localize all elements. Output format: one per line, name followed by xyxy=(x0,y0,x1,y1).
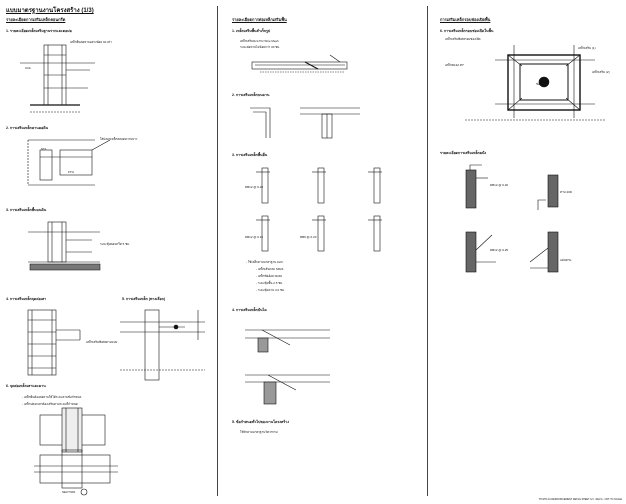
detail-cantilever-sections xyxy=(256,167,382,252)
col2-note-5: RB9 @ 0.20 xyxy=(300,235,317,239)
col3-note-2: เหล็กเสริม (1) xyxy=(578,46,596,50)
col2-step-2: 2. การเสริมเหล็กบนคาน xyxy=(232,93,270,97)
label-ftg: FTG xyxy=(68,170,74,174)
col2-note-3: DB12 @ 0.20 xyxy=(245,185,264,189)
detail-slab-opening xyxy=(465,45,605,121)
col2-note-6: - ใช้เหล็กตามมาตรฐาน มอก. xyxy=(246,260,284,264)
sheet-footer: TH-STD-01 REINFORCEMENT DETAIL SHEET 1/3… xyxy=(538,498,622,501)
col2-step-3: 3. การเสริมเหล็กพื้นยื่น xyxy=(232,153,268,157)
column-divider-1 xyxy=(217,6,218,496)
detail-footing-column xyxy=(20,44,95,113)
column-divider-2 xyxy=(427,6,428,496)
detail-stair xyxy=(245,329,330,405)
col1-header: รายละเอียดการเสริมเหล็กคอนกรีต xyxy=(6,17,66,22)
col1-step-3: 3. การเสริมเหล็กพื้นบนดิน xyxy=(6,208,47,212)
col1-step-1: 1. รายละเอียดเหล็กเสริมฐานรากและตอม่อ xyxy=(6,29,72,33)
col1-note-1: เหล็กยืนต่อทาบอย่างน้อย 40 เท่า xyxy=(70,40,112,44)
col3-step-1: 6. การเสริมเหล็กรอบช่องเปิดในพื้น xyxy=(440,29,494,33)
detail-grade-beam xyxy=(27,139,111,186)
col1-step-4: 4. การเสริมเหล็กจุดต่อเสา xyxy=(6,297,47,301)
col3-header: การเสริมเหล็กรอบช่องเปิดพื้น xyxy=(440,17,491,22)
label-st1: ST1 xyxy=(41,147,47,151)
col3-step-2: รายละเอียดการเสริมเหล็กผนัง xyxy=(440,151,487,155)
col3-note-1: เหล็กเสริมพิเศษรอบช่องเปิด xyxy=(445,37,481,41)
col1-step-5: 5. การเสริมเหล็ก (ทางเลือก) xyxy=(122,297,166,301)
col2-note-4: DB12 @ 0.15 xyxy=(245,235,264,239)
detail-alternative xyxy=(120,309,205,381)
detail-slab-on-grade xyxy=(28,221,101,271)
detail-column-splice xyxy=(27,309,81,376)
col1-step-2: 2. การเสริมเหล็กคานคอดิน xyxy=(6,126,49,130)
col2-header: รายละเอียดการต่อเหล็กเสริมพื้น xyxy=(232,17,287,22)
col3-note-4: เหล็กทแยง 45° xyxy=(445,63,465,67)
label-col: COL xyxy=(25,66,32,70)
col1-note-2: ใส่ปลอกเหล็กตลอดความยาว xyxy=(100,137,138,141)
col3-note-9: แผ่นทาบ xyxy=(560,258,572,262)
col2-note-7: - เหล็กเส้นกลม SR24 xyxy=(256,267,284,271)
col3-note-7: DB12 @ 0.25 xyxy=(490,248,509,252)
col2-note-2: ระยะต่อทาบไม่น้อยกว่า 30 ซม. xyxy=(240,45,281,49)
col2-note-1: เหล็กเสริมตะแกรง Wire Mesh xyxy=(240,39,279,43)
col1-note-4: เหล็กเสริมพิเศษตามแบบ xyxy=(86,340,118,344)
col2-note-9: - ระยะหุ้มพื้น 2.5 ซม. xyxy=(256,281,284,285)
col2-step-5: 5. ข้อกำหนดทั่วไปของงานโครงสร้าง xyxy=(232,420,289,424)
sheet-title: แบบมาตรฐานงานโครงสร้าง (1/3) xyxy=(6,8,94,14)
col3-note-6: DB12 @ 0.20 xyxy=(490,183,509,187)
col2-note-10: - ระยะหุ้มคาน 3.0 ซม. xyxy=(256,288,285,292)
col1-note-6: - เหล็กปลอกเสาต้องเสริมตามระยะที่กำหนด xyxy=(22,402,78,406)
detail-bar-over-beam xyxy=(250,107,360,139)
col3-note-8: ทาบ 40D xyxy=(560,190,572,194)
col1-step-6: 6. จุดต่อเหล็กเสาและคาน xyxy=(6,384,46,388)
col2-note-8: - เหล็กข้ออ้อย SD40 xyxy=(256,274,283,278)
label-section: SECTION xyxy=(62,490,76,494)
detail-wall-reinforcement xyxy=(465,164,559,273)
col1-note-3: ระยะหุ้มคอนกรีต 5 ซม. xyxy=(100,242,130,246)
col3-note-3: เหล็กเสริม (2) xyxy=(592,70,610,74)
detail-column-beam-joint xyxy=(34,407,118,496)
detail-precast-slab xyxy=(251,54,348,73)
col1-note-5: - เหล็กยืนต้องต่อทาบให้ได้ระยะตามข้อกำหน… xyxy=(22,395,82,399)
col2-step-4: 4. การเสริมเหล็กบันได xyxy=(232,308,267,312)
col2-step-1: 1. เหล็กเสริมพื้นสำเร็จรูป xyxy=(232,29,271,33)
col2-note-11: ให้ทำตามมาตรฐานวิศวกรรม xyxy=(240,430,278,434)
